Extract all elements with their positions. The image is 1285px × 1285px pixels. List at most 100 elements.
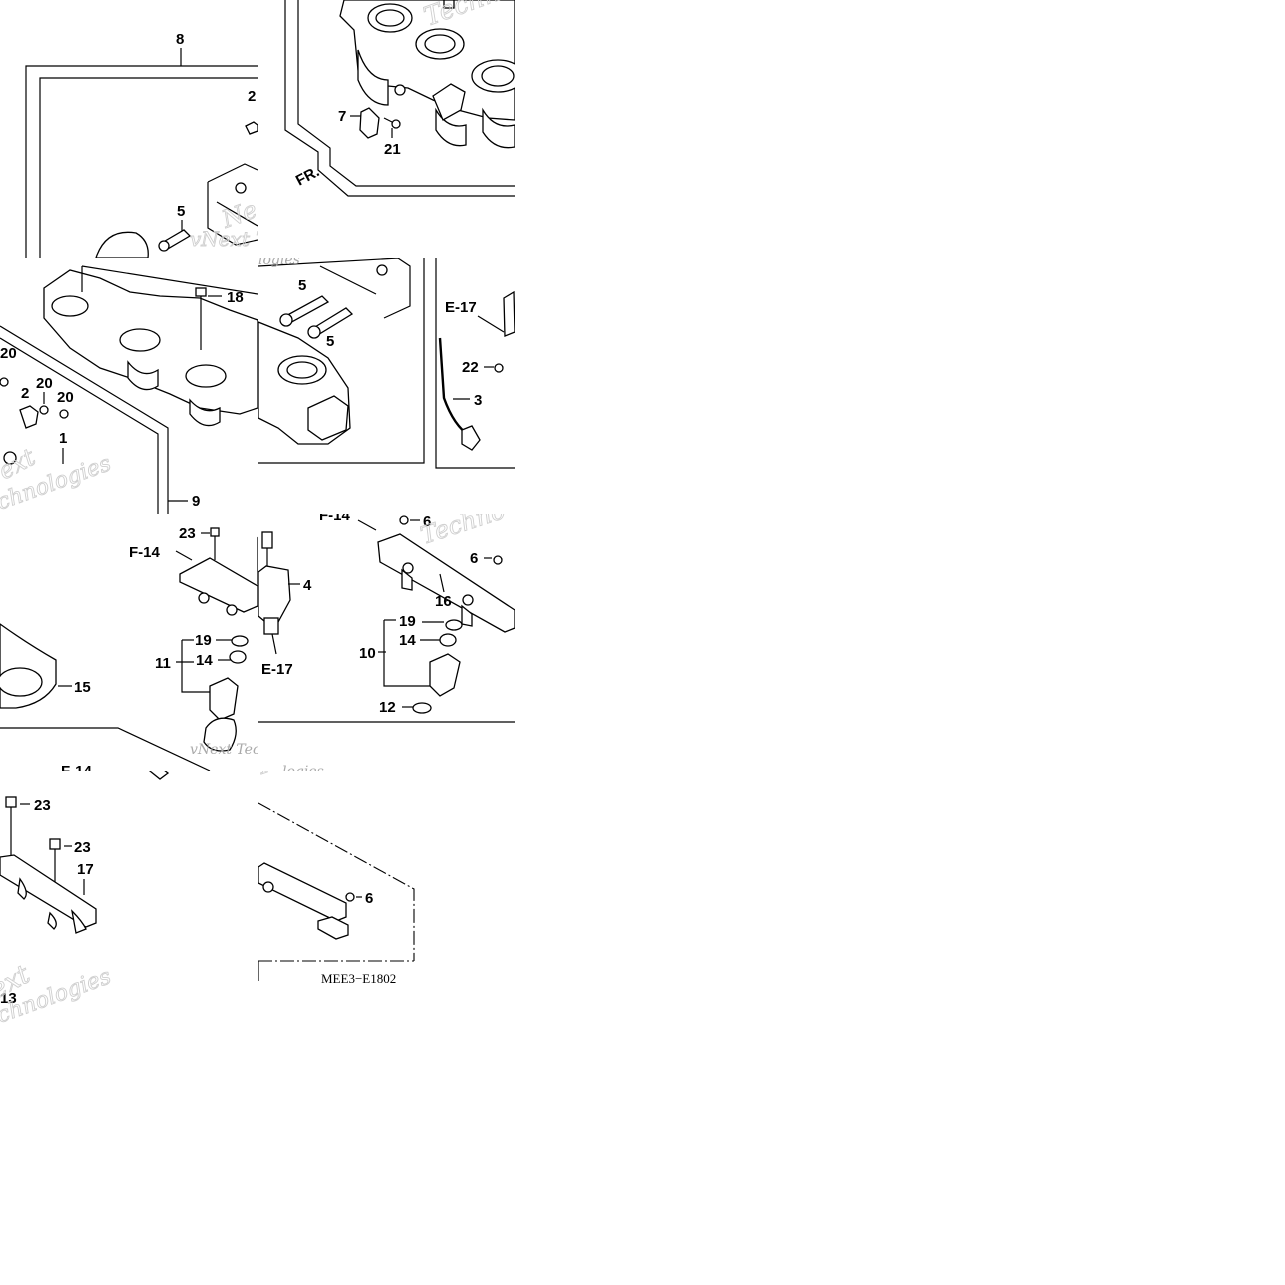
tile-middle-left: 18 20 20 20 2 1 9 ext chnologies <box>0 258 258 514</box>
throttle-bore-skirt-1 <box>357 49 389 106</box>
part-23-bolt-a <box>210 527 220 537</box>
ref-f14-a: F-14 <box>129 544 161 561</box>
rod-part <box>216 201 258 227</box>
tile-lower-left: 15 F-14 23 11 19 14 <box>0 514 258 771</box>
watermark-vnext-b: vNext Tec <box>190 742 258 758</box>
plug-part <box>235 182 247 194</box>
part-15-port <box>0 667 43 697</box>
tile-lower-right: 4 E-17 F-14 16 6 6 10 19 <box>258 514 515 771</box>
callout-1: 1 <box>59 430 67 447</box>
regulator-4-outlet <box>263 617 279 635</box>
throttle-bore-1-inner <box>375 9 405 27</box>
gasket-box-side <box>207 182 258 246</box>
tile-middle-left-drawing: 18 20 20 20 2 1 9 ext chnologies <box>0 265 258 514</box>
callout-6-a: 6 <box>423 514 431 530</box>
fuel-rail-16-lower-port <box>262 881 274 893</box>
callout-17: 17 <box>77 861 94 878</box>
callout-10: 10 <box>359 645 376 662</box>
callout-16-leader <box>439 573 445 593</box>
tile-lower-right-drawing: 4 E-17 F-14 16 6 6 10 19 <box>258 514 515 771</box>
bracket-9-inner <box>0 337 159 514</box>
fuel-rail-17-leg-3 <box>70 909 87 934</box>
part-2-sensor <box>19 405 39 429</box>
manifold-box-top <box>81 265 258 295</box>
rod-part-continuation <box>319 265 377 295</box>
ref-f14-c: F-14 <box>61 763 93 771</box>
part-20-screw-c <box>59 409 69 419</box>
part-5-end-c <box>307 325 321 339</box>
part-5-end <box>158 240 170 252</box>
plug-part-b <box>376 264 388 276</box>
callout-5-a: 5 <box>177 203 185 220</box>
throttle-frame-inner <box>297 0 515 187</box>
injector-10 <box>429 653 461 697</box>
throttle-bore-skirt-3 <box>482 107 515 149</box>
bracket-10 <box>383 620 446 687</box>
callout-23-c: 23 <box>74 839 91 856</box>
callout-12: 12 <box>379 699 396 716</box>
intake-port-2 <box>119 328 161 352</box>
tile-bottom-left: 23 23 17 13 ext chnologies <box>0 771 258 1029</box>
assembly-8-inner-frame <box>39 77 258 258</box>
ref-f14-b-arrow <box>357 519 377 531</box>
regulator-4-inlet <box>261 531 273 549</box>
tile-top-left-drawing: 8 2 5 vNext Tec Ne <box>25 31 258 258</box>
fuel-rail-16-leg-1 <box>401 568 413 591</box>
fuel-rail-11 <box>179 557 258 613</box>
part-5-end-b <box>279 313 293 327</box>
callout-3: 3 <box>474 392 482 409</box>
watermark-logies-b: logies <box>282 764 324 771</box>
part-19-oring-a <box>231 635 249 647</box>
fuel-rail-16 <box>377 533 515 633</box>
tile-top-right-drawing: 7 21 FR. Techno <box>284 0 515 197</box>
gasket-box-top <box>207 163 258 183</box>
throttle-sensor <box>432 83 466 121</box>
gasket-box-continuation <box>258 258 411 319</box>
throttle-body-partial <box>95 231 149 258</box>
regulator-4-body <box>258 565 291 627</box>
fuel-rail-17-fitting <box>148 771 170 780</box>
callout-22: 22 <box>462 359 479 376</box>
e17-box-frame <box>435 258 515 469</box>
throttle-bore-lower-inner <box>286 361 318 379</box>
callout-14-a: 14 <box>196 652 213 669</box>
throttle-bore-skirt-2 <box>435 107 467 147</box>
callout-8: 8 <box>176 31 184 48</box>
ref-e17-a: E-17 <box>445 299 477 316</box>
fuel-pipe-end <box>503 290 515 337</box>
watermark-vnext: vNext Tec <box>190 227 258 251</box>
callout-7: 7 <box>338 108 346 125</box>
fuel-rail-11-port-1 <box>198 592 210 604</box>
intake-port-1 <box>51 295 89 317</box>
tile-middle-right-drawing: 5 5 E-17 22 3 logies <box>258 258 515 469</box>
fuel-rail-box-top <box>0 727 211 771</box>
tile-bottom-right: 6 MEE3−E1802 Tec <box>258 771 515 1029</box>
part-12-ring <box>412 702 432 714</box>
tile-lower-left-drawing: 15 F-14 23 11 19 14 <box>0 525 258 771</box>
callout-16: 16 <box>435 593 452 610</box>
callout-13: 13 <box>0 990 17 1007</box>
diagram-code: MEE3−E1802 <box>321 971 396 986</box>
part-6-bolt-b <box>493 555 503 565</box>
part-18-head <box>195 287 207 297</box>
fuel-rail-16-port-2 <box>462 594 474 606</box>
ref-f14-a-arrow <box>175 550 193 561</box>
bracket-9-top <box>0 325 169 514</box>
intake-runner-1 <box>127 360 159 391</box>
fuel-rail-box-dashed <box>258 802 415 961</box>
callout-23-a: 23 <box>179 525 196 542</box>
callout-15: 15 <box>74 679 91 696</box>
part-1-fitting <box>3 451 17 465</box>
callout-20-c: 20 <box>57 389 74 406</box>
callout-2-partial: 2 <box>248 88 256 105</box>
tile-bottom-left-drawing: 23 23 17 13 ext chnologies <box>0 771 170 1029</box>
callout-20-a: 20 <box>0 345 17 362</box>
injector-11-cap <box>203 717 237 752</box>
throttle-frame-outer <box>284 0 515 197</box>
part-3-fitting <box>461 425 481 451</box>
throttle-box-frame <box>258 258 425 464</box>
part-14-seal-b <box>439 633 457 647</box>
part-21-head <box>391 119 401 129</box>
callout-23-b: 23 <box>34 797 51 814</box>
